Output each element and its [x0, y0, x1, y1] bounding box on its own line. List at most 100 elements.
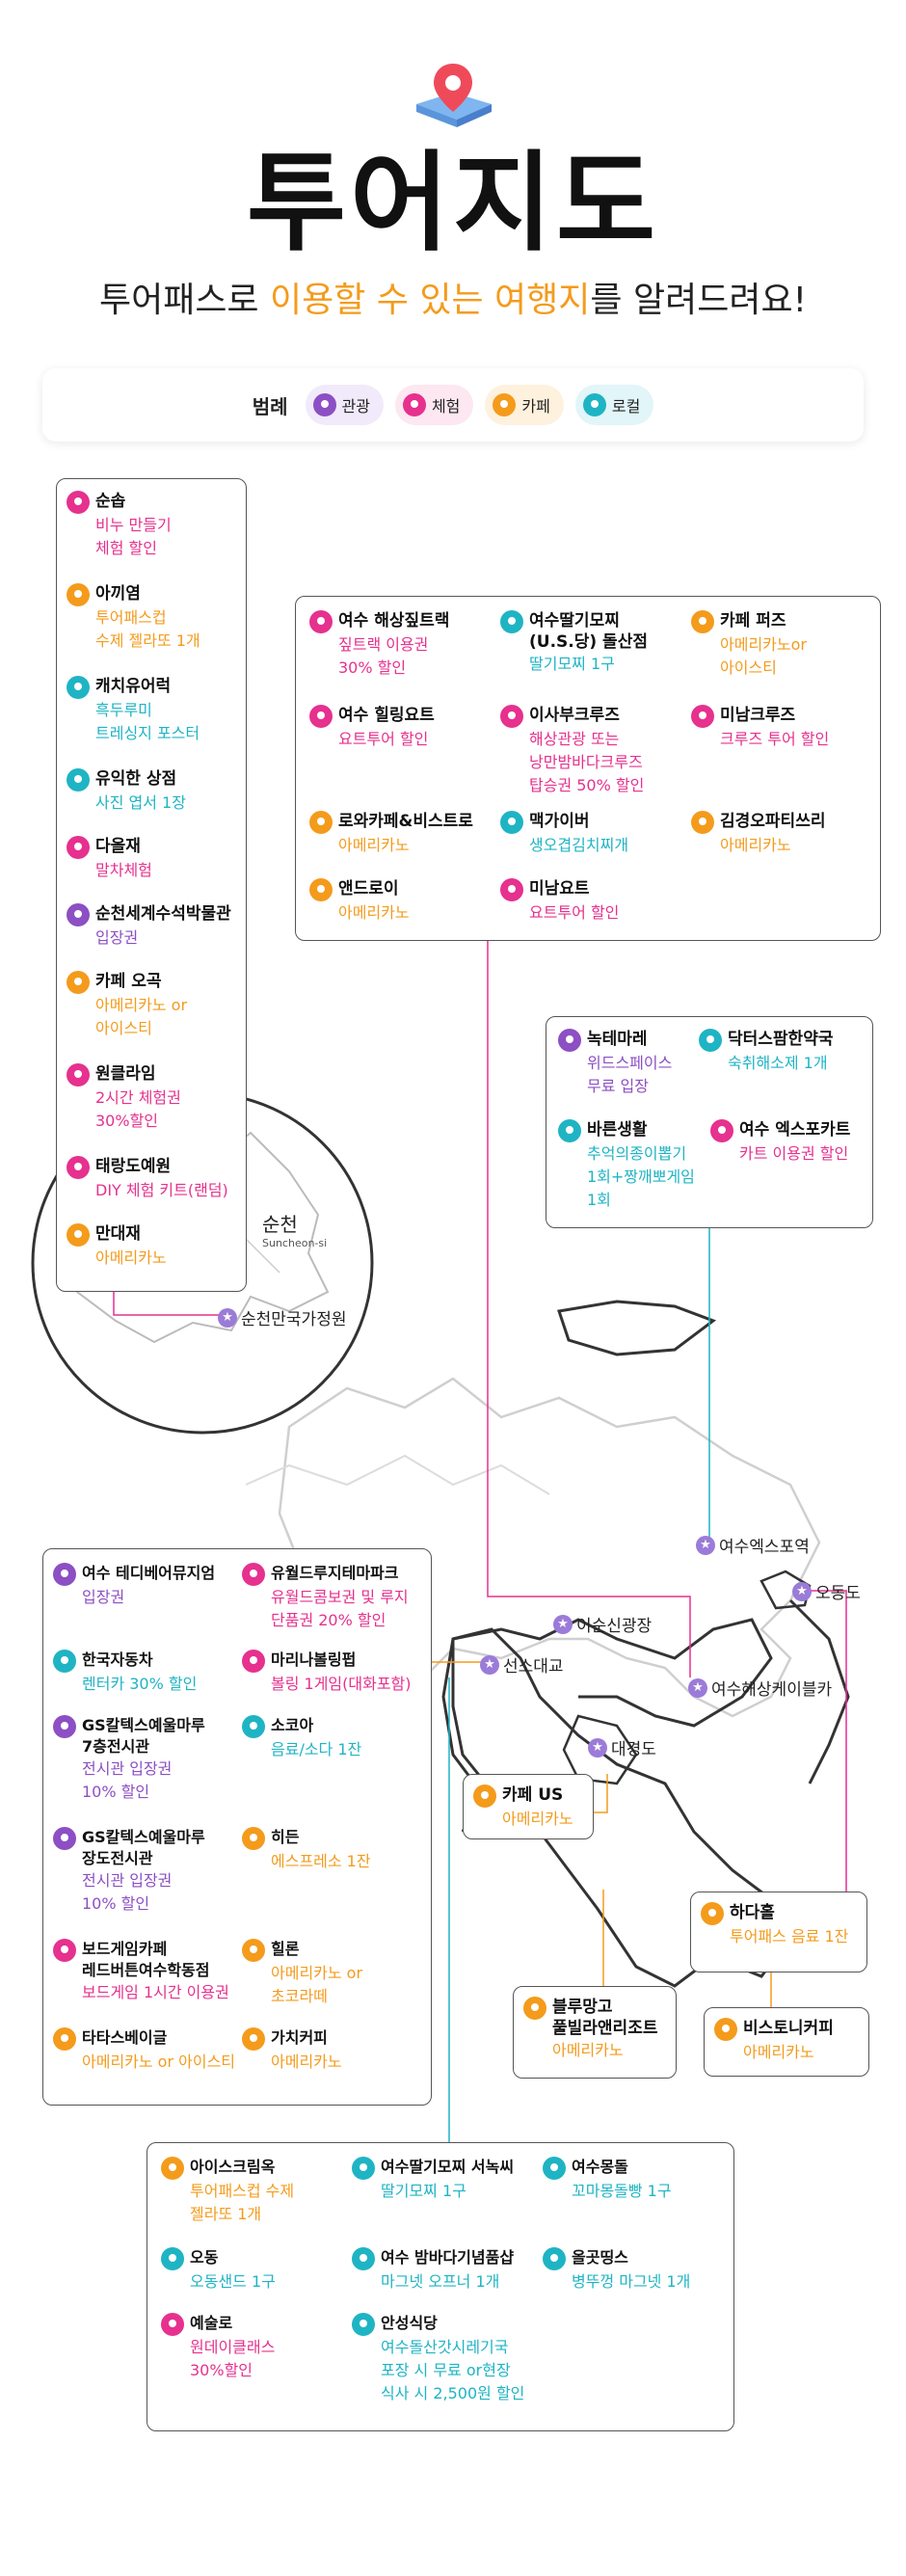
- place-benefit: 보드게임 1시간 이용권: [82, 1983, 229, 2001]
- place-daegyeongdo[interactable]: ★대경도: [588, 1735, 656, 1759]
- star-icon: ★: [688, 1677, 707, 1698]
- map-pin-icon: [53, 1563, 76, 1586]
- place-expo-station[interactable]: ★여수엑스포역: [696, 1533, 810, 1557]
- map-pin-icon: [242, 1563, 265, 1586]
- place-benefit: 음료/소다 1잔: [271, 1740, 362, 1758]
- map-pin-icon: [53, 1827, 76, 1850]
- place-benefit: 입장권: [82, 1588, 125, 1606]
- place-benefit: 짚트랙 이용권 30% 할인: [338, 635, 429, 677]
- place-cablecar[interactable]: ★여수해상케이블카: [688, 1676, 832, 1700]
- map-pin-icon: [543, 2157, 566, 2180]
- place-name: 유월드루지테마파크: [271, 1564, 399, 1582]
- map-pin-icon: [161, 2157, 184, 2180]
- map-pin-icon: [67, 836, 90, 859]
- place-label: 선소대교: [503, 1657, 564, 1677]
- map-pin-icon: [309, 878, 333, 901]
- map-pin-icon: [309, 610, 333, 633]
- map-pin-icon: [242, 2027, 265, 2051]
- place-isunsin-square[interactable]: ★이순신광장: [553, 1612, 652, 1636]
- place-seonso-bridge[interactable]: ★선소대교: [480, 1652, 564, 1677]
- map-pin-icon: [710, 1119, 733, 1142]
- map-pin-icon: [493, 393, 517, 416]
- place-suncheon-garden[interactable]: ★순천만국가정원: [218, 1305, 346, 1329]
- map-pin-icon: [500, 878, 523, 901]
- place-odongdo[interactable]: ★오동도: [792, 1579, 861, 1603]
- map-pin-icon: [67, 768, 90, 792]
- star-icon: ★: [553, 1614, 573, 1634]
- place-benefit: 원데이클래스 30%할인: [190, 2338, 276, 2379]
- place-benefit: 비누 만들기 체험 할인: [95, 516, 172, 557]
- place-name: 한국자동차: [82, 1650, 153, 1669]
- map-pin-icon: [691, 610, 714, 633]
- place-benefit: 여수돌산갓시레기국 포장 시 무료 or현장 식사 시 2,500원 할인: [381, 2338, 525, 2402]
- place-benefit: 딸기모찌 1구: [529, 655, 615, 673]
- legend-chip-label: 카페: [521, 397, 550, 416]
- place-benefit: 투어패스컵 수제 젤라또 1개: [190, 2182, 295, 2223]
- legend-title: 범례: [252, 394, 288, 418]
- map-pin-icon: [67, 1223, 90, 1247]
- map-pin-icon: [53, 1715, 76, 1738]
- place-name: 보드게임카페 레드버튼여수학동점: [82, 1940, 210, 1979]
- place-benefit: 투어패스 음료 1잔: [730, 1927, 849, 1945]
- place-name: 캐치유어럭: [95, 677, 172, 696]
- subtitle-post: 를 알려드려요!: [590, 281, 808, 320]
- place-label: 순천만국가정원: [241, 1310, 347, 1329]
- place-benefit: 아메리카노 or 초코라떼: [271, 1964, 363, 2005]
- place-name: 여수몽돌: [572, 2158, 628, 2176]
- place-name: 아이스크림옥: [190, 2158, 276, 2176]
- place-benefit: 입장권: [95, 928, 139, 947]
